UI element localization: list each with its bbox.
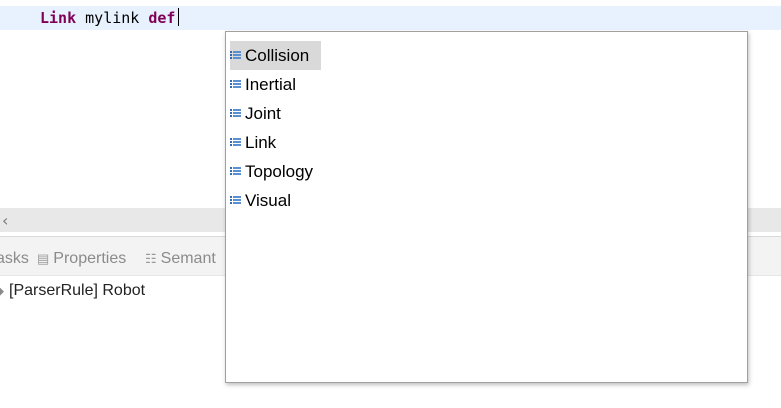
template-icon (230, 196, 241, 205)
completion-item-collision[interactable]: Collision (230, 41, 322, 70)
template-icon (230, 51, 241, 60)
completion-item-visual[interactable]: Visual (230, 186, 303, 215)
template-icon (230, 138, 241, 147)
tab-tasks[interactable]: asks (0, 250, 29, 267)
template-icon (230, 109, 241, 118)
keyword-link: Link (40, 9, 77, 27)
outline-tree-row[interactable]: ◆[ParserRule] Robot (0, 282, 145, 300)
semantic-model-icon: ☷ (145, 251, 157, 266)
properties-icon: ▤ (37, 251, 50, 266)
parser-rule-icon: ◆ (0, 283, 4, 298)
identifier-text: mylink (85, 9, 140, 27)
tab-properties[interactable]: ▤Properties (37, 250, 127, 267)
text-caret (178, 8, 180, 26)
template-icon (230, 80, 241, 89)
template-icon (230, 167, 241, 176)
scroll-left-arrow-icon[interactable]: ‹ (2, 211, 9, 230)
code-editor-line[interactable]: Link mylink def (40, 8, 180, 28)
current-line-highlight (0, 6, 781, 30)
completion-item-joint[interactable]: Joint (230, 99, 293, 128)
keyword-def: def (148, 9, 176, 27)
completion-item-inertial[interactable]: Inertial (230, 70, 308, 99)
completion-item-topology[interactable]: Topology (230, 157, 325, 186)
tab-semantic-model[interactable]: ☷Semant (145, 250, 216, 267)
content-assist-popup: Collision Inertial Joint Link Topology V… (225, 31, 748, 383)
completion-item-link[interactable]: Link (230, 128, 288, 157)
